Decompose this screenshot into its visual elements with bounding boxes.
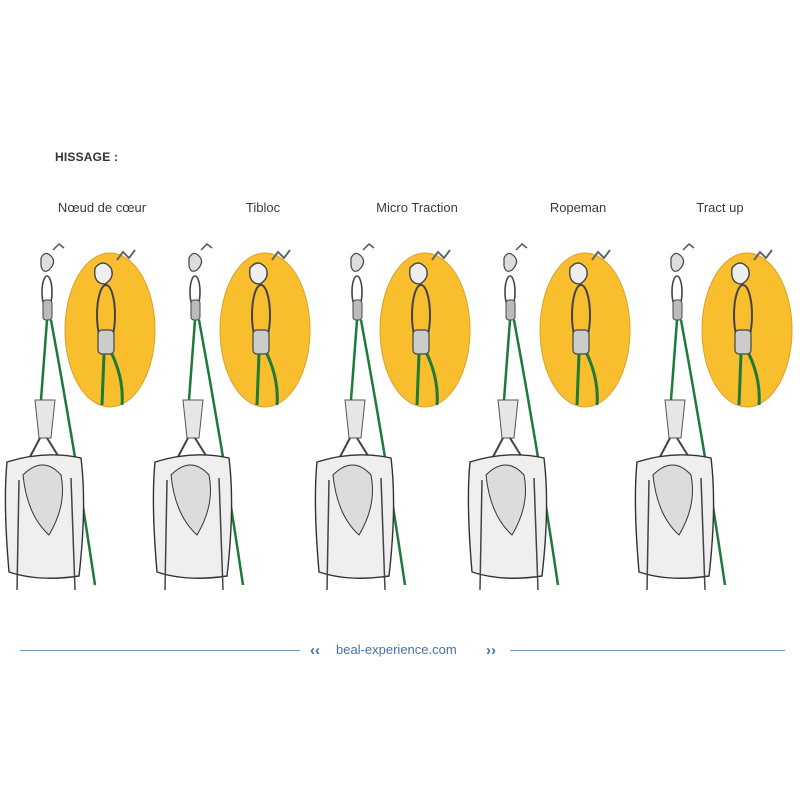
hauling-device-icon <box>191 300 200 320</box>
chevron-right-icon: ›› <box>486 642 496 659</box>
anchor-plate-icon <box>351 253 364 271</box>
setup-tibloc <box>153 244 310 590</box>
swivel-icon <box>35 400 55 438</box>
swivel-icon <box>345 400 365 438</box>
footer-line-right <box>510 650 785 651</box>
zoom-device-icon <box>573 330 589 354</box>
chain-icon <box>683 244 694 250</box>
footer-link[interactable]: beal-experience.com <box>336 642 457 657</box>
hauling-device-icon <box>353 300 362 320</box>
zoom-plate-icon <box>732 263 749 284</box>
rope-haul-strand <box>351 320 357 400</box>
zoom-device-icon <box>253 330 269 354</box>
setup-tract-up <box>635 244 792 590</box>
swivel-icon <box>183 400 203 438</box>
hauling-device-icon <box>506 300 515 320</box>
setup-micro-traction <box>315 244 470 590</box>
chain-icon <box>363 244 374 250</box>
chevron-left-icon: ‹‹ <box>310 642 320 659</box>
setup-ropeman <box>468 244 630 590</box>
rope-haul-strand <box>671 320 677 400</box>
setup-noeud-de-coeur <box>5 244 155 590</box>
zoom-plate-icon <box>570 263 587 284</box>
zoom-plate-icon <box>95 263 112 284</box>
hauling-device-icon <box>673 300 682 320</box>
anchor-plate-icon <box>189 253 202 271</box>
zoom-plate-icon <box>250 263 267 284</box>
anchor-plate-icon <box>41 253 54 271</box>
footer: ‹‹ beal-experience.com ›› <box>0 636 800 666</box>
chain-icon <box>201 244 212 250</box>
zoom-device-icon <box>98 330 114 354</box>
anchor-plate-icon <box>504 253 517 271</box>
rope-haul-strand <box>41 320 47 400</box>
chain-icon <box>516 244 527 250</box>
hauling-device-icon <box>43 300 52 320</box>
zoom-device-icon <box>735 330 751 354</box>
anchor-plate-icon <box>671 253 684 271</box>
zoom-plate-icon <box>410 263 427 284</box>
chain-icon <box>53 244 64 250</box>
footer-line-left <box>20 650 300 651</box>
zoom-device-icon <box>413 330 429 354</box>
rope-haul-strand <box>189 320 195 400</box>
swivel-icon <box>665 400 685 438</box>
swivel-icon <box>498 400 518 438</box>
rope-haul-strand <box>504 320 510 400</box>
